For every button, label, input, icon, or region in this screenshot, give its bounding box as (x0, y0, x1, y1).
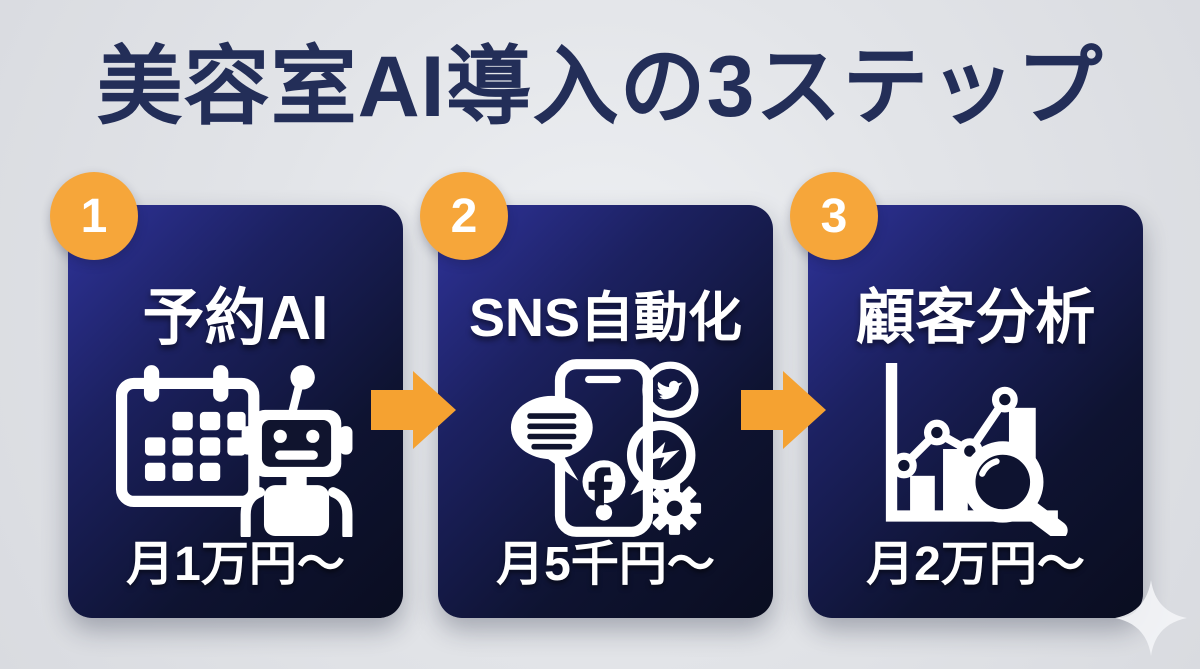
step-card-sns-automation: 2 SNS自動化 (420, 172, 773, 618)
step-number-badge: 1 (50, 172, 138, 260)
step-number: 1 (80, 189, 108, 243)
step-card-customer-analysis: 3 顧客分析 (790, 172, 1143, 618)
calendar-robot-illustration (115, 365, 352, 537)
right-arrow-icon (371, 371, 456, 449)
step-title: SNS自動化 (468, 288, 743, 348)
smartphone-sns-illustration (510, 359, 701, 537)
gear-icon (647, 481, 701, 535)
smartphone-sns-icon (438, 353, 773, 543)
calendar-icon (115, 365, 259, 507)
robot-icon (240, 365, 352, 537)
step-number: 3 (820, 189, 848, 243)
magnifier-icon (961, 441, 1068, 536)
twitter-icon (641, 361, 699, 418)
step-number-badge: 3 (790, 172, 878, 260)
step-card-reservation-ai: 1 予約AI (50, 172, 403, 618)
step-price: 月2万円〜 (866, 538, 1085, 591)
step-price: 月5千円〜 (496, 538, 715, 591)
right-arrow-icon (741, 371, 826, 449)
step-title: 予約AI (142, 284, 329, 353)
step-title: 顧客分析 (855, 284, 1096, 351)
sparkle-icon (1115, 580, 1187, 656)
analytics-icon (808, 353, 1143, 543)
page-title: 美容室AI導入の3ステップ (96, 39, 1104, 135)
chat-bubble-icon (510, 395, 593, 481)
facebook-icon (581, 460, 625, 506)
step-number-badge: 2 (420, 172, 508, 260)
messenger-icon (626, 420, 695, 496)
analytics-illustration (885, 363, 1068, 536)
step-number: 2 (450, 189, 478, 243)
step-price: 月1万円〜 (126, 538, 345, 591)
calendar-robot-icon (68, 353, 403, 543)
